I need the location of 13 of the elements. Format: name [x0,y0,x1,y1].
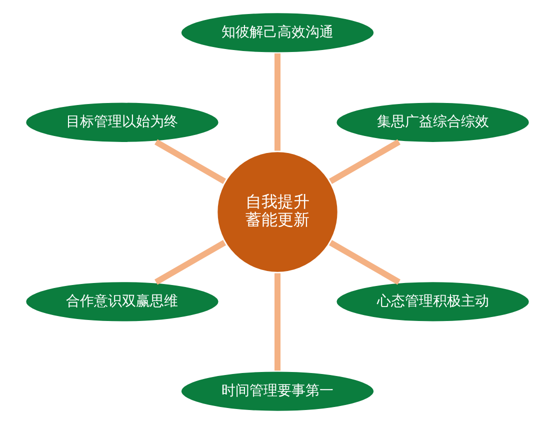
connector [274,53,280,151]
connector [329,139,400,184]
connector [154,139,226,184]
node-circle: 自我提升 蓄能更新 [216,150,340,274]
node-ellipse: 合作意识双赢思维 [24,280,220,324]
connector [329,240,400,285]
connector [274,273,280,371]
node-ellipse: 目标管理以始为终 [24,100,220,144]
node-ellipse: 时间管理要事第一 [179,370,376,413]
node-ellipse: 心态管理积极主动 [334,280,531,324]
node-ellipse: 知彼解己高效沟通 [179,11,376,54]
node-ellipse: 集思广益综合综效 [334,100,531,144]
connector [154,240,226,285]
